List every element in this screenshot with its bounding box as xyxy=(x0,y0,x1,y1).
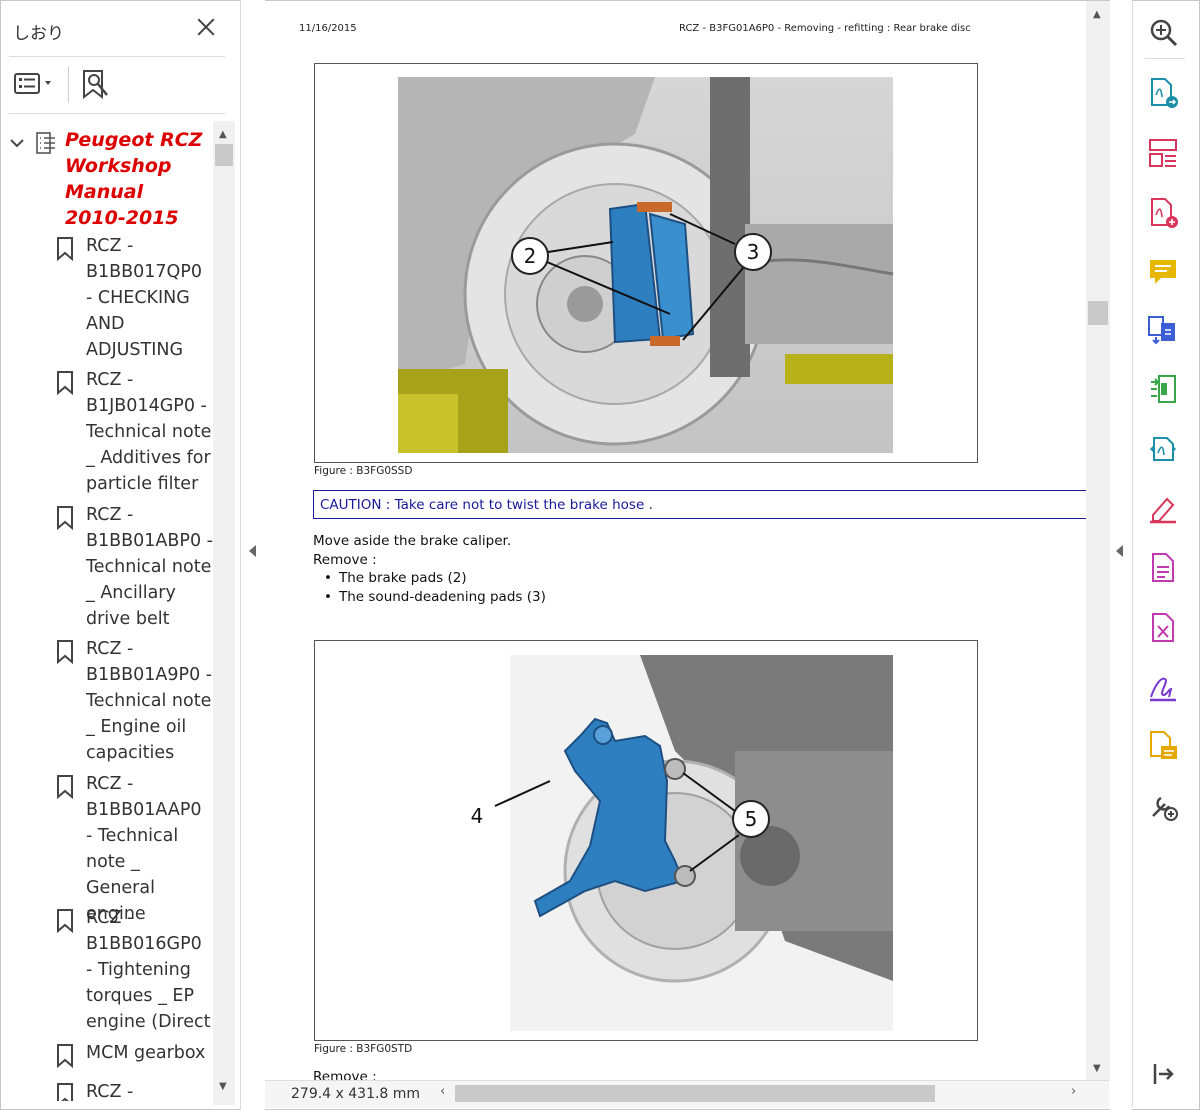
bookmark-label: RCZ - B1JB014GP0 - Technical note _ Addi… xyxy=(86,370,212,494)
figure-caption: Figure : B3FG0SSD xyxy=(314,465,413,477)
remove-label: Remove : xyxy=(313,552,377,568)
close-icon[interactable] xyxy=(194,15,218,39)
convert-icon[interactable] xyxy=(1147,433,1179,465)
callout-2: 2 xyxy=(524,244,537,268)
list-item: The brake pads (2) xyxy=(324,570,467,586)
scroll-down-icon[interactable]: ▼ xyxy=(219,1081,227,1092)
bookmark-label: RCZ - B1BB017QP0 - CHECKING AND ADJUSTIN… xyxy=(86,236,203,360)
bookmarks-panel: しおり Peugeot RCZ Workshop Manual 2010-20 xyxy=(1,1,235,1107)
expand-rail-icon[interactable] xyxy=(1116,545,1123,557)
tools-rail xyxy=(1132,1,1199,1107)
bookmark-icon xyxy=(57,506,73,530)
chevron-down-icon[interactable] xyxy=(9,134,25,153)
list-item: The sound-deadening pads (3) xyxy=(324,589,546,605)
document-scrollbar[interactable]: ▲ ▼ xyxy=(1086,1,1110,1080)
bookmark-icon xyxy=(57,640,73,664)
status-bar: 279.4 x 431.8 mm ‹ › xyxy=(265,1080,1109,1108)
combine-files-icon[interactable] xyxy=(1147,314,1179,346)
bookmark-icon xyxy=(57,371,73,395)
bookmark-icon xyxy=(57,237,73,261)
instruction-move: Move aside the brake caliper. xyxy=(313,533,512,549)
scroll-thumb[interactable] xyxy=(1088,301,1108,325)
header-title: RCZ - B3FG01A6P0 - Removing - refitting … xyxy=(679,23,971,34)
bookmark-label: MCM gearbox xyxy=(86,1043,206,1063)
caution-period: . xyxy=(648,497,653,513)
compress-icon[interactable] xyxy=(1147,373,1179,405)
figure-caption: Figure : B3FG0STD xyxy=(314,1043,413,1055)
scroll-down-icon[interactable]: ▼ xyxy=(1093,1063,1101,1074)
bookmark-scrollbar[interactable]: ▲ ▼ xyxy=(213,121,235,1105)
figure-brake-pads: 2 3 xyxy=(314,63,978,463)
bookmark-tree: Peugeot RCZ Workshop Manual 2010-2015 RC… xyxy=(1,121,213,1101)
request-signature-icon[interactable] xyxy=(1147,671,1179,703)
divider xyxy=(9,56,225,57)
left-panel-splitter[interactable] xyxy=(240,0,265,1110)
caution-box: CAUTION : Take care not to twist the bra… xyxy=(313,490,1086,519)
scroll-up-icon[interactable]: ▲ xyxy=(219,129,227,140)
document-view[interactable]: 11/16/2015 RCZ - B3FG01A6P0 - Removing -… xyxy=(265,1,1086,1080)
horizontal-scroll-thumb[interactable] xyxy=(455,1085,935,1102)
find-bookmark-button[interactable] xyxy=(81,69,111,105)
brake-pads-illustration: 2 3 xyxy=(398,77,894,453)
scroll-left-icon[interactable]: ‹ xyxy=(440,1084,446,1099)
callout-3: 3 xyxy=(747,240,760,264)
options-menu-button[interactable] xyxy=(13,72,55,100)
header-date: 11/16/2015 xyxy=(299,23,357,34)
bookmark-search-icon xyxy=(83,70,108,100)
bookmark-icon xyxy=(57,1083,73,1101)
bookmark-label: RCZ - B1BB01AAP0 - Technical note _ Gene… xyxy=(86,774,202,924)
comment-icon[interactable] xyxy=(1147,256,1179,288)
more-tools-icon[interactable] xyxy=(1147,790,1179,822)
scan-icon[interactable] xyxy=(1147,730,1179,762)
zoom-icon[interactable] xyxy=(1147,16,1179,48)
options-icon xyxy=(14,73,51,94)
panel-title: しおり xyxy=(13,24,64,44)
export-pdf-icon[interactable] xyxy=(1147,77,1179,109)
bookmark-label: RCZ - B1BB016GP0 - Tightening torques _ … xyxy=(86,908,211,1032)
caution-text: CAUTION : Take care not to twist the bra… xyxy=(320,497,645,513)
fill-sign-icon[interactable] xyxy=(1147,493,1179,525)
bookmark-icon xyxy=(57,909,73,933)
scroll-thumb[interactable] xyxy=(215,144,233,166)
caliper-bracket-illustration: 4 5 xyxy=(471,655,893,1031)
scroll-up-icon[interactable]: ▲ xyxy=(1093,9,1101,20)
export-doc-icon[interactable] xyxy=(1147,552,1179,584)
callout-4: 4 xyxy=(471,804,484,828)
bookmark-label: RCZ - B1BB01A9P0 - Technical note _ Engi… xyxy=(86,639,213,763)
callout-5: 5 xyxy=(745,807,758,831)
page-size-readout: 279.4 x 431.8 mm xyxy=(291,1086,421,1102)
bookmark-icon xyxy=(57,1044,73,1068)
figure-caliper-bracket: 4 5 xyxy=(314,640,978,1041)
root-bookmark-label[interactable]: Peugeot RCZ Workshop Manual 2010-2015 xyxy=(65,129,203,229)
document-structure-icon xyxy=(35,131,57,159)
scroll-right-icon[interactable]: › xyxy=(1071,1084,1077,1099)
divider xyxy=(1145,58,1185,59)
bookmark-icon xyxy=(57,775,73,799)
collapse-left-icon[interactable] xyxy=(249,545,256,557)
collapse-rail-icon[interactable] xyxy=(1147,1058,1179,1090)
bookmark-label: RCZ - xyxy=(86,1082,134,1101)
remove-label: Remove : xyxy=(313,1069,377,1080)
toolbar-divider xyxy=(68,67,69,103)
bookmark-label: RCZ - B1BB01ABP0 - Technical note _ Anci… xyxy=(86,505,213,629)
right-panel-splitter[interactable] xyxy=(1110,0,1132,1110)
export-excel-icon[interactable] xyxy=(1147,612,1179,644)
organize-pages-icon[interactable] xyxy=(1147,137,1179,169)
create-pdf-icon[interactable] xyxy=(1147,197,1179,229)
divider xyxy=(9,113,225,114)
